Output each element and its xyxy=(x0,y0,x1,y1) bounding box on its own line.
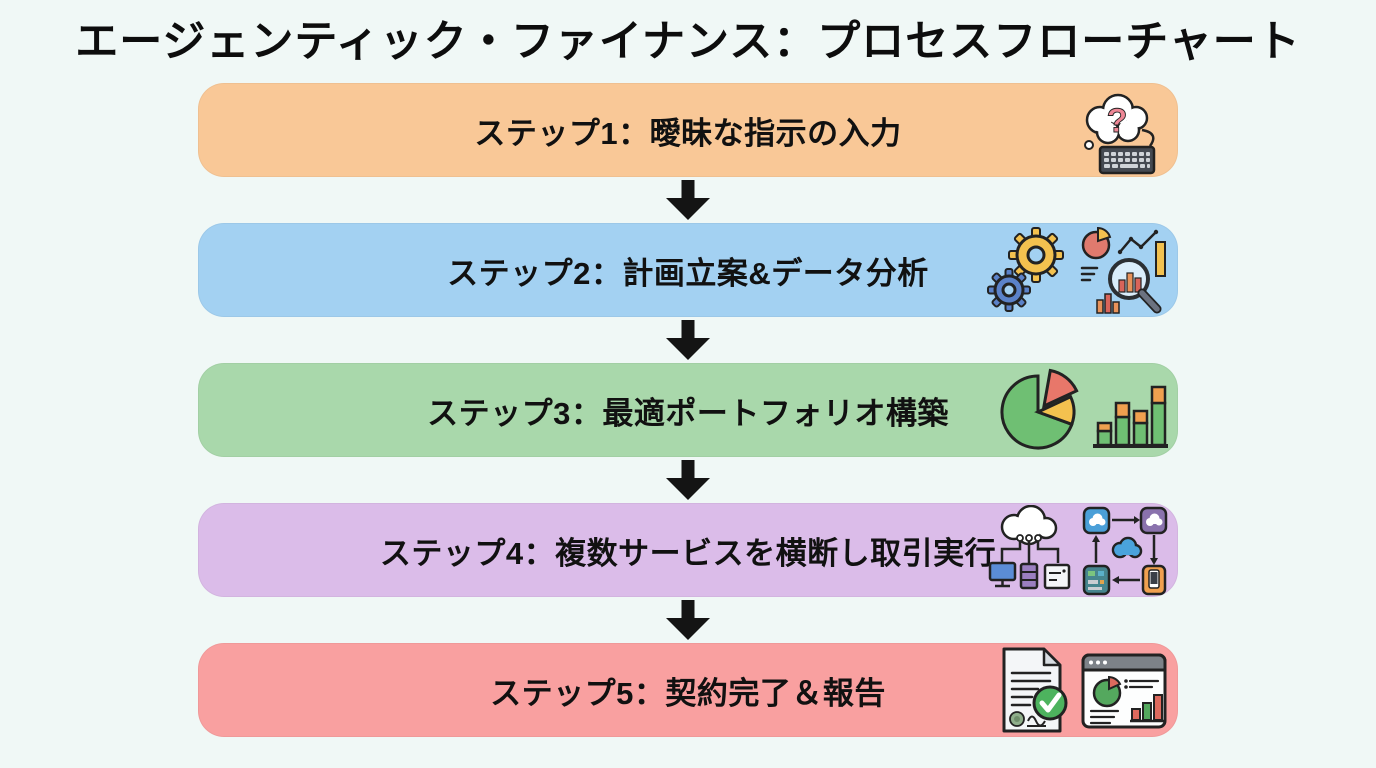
process-flow: ステップ1：曖昧な指示の入力 ? xyxy=(0,83,1376,738)
question-thought-keyboard-icon: ? xyxy=(1070,84,1170,176)
step-1-box: ステップ1：曖昧な指示の入力 ? xyxy=(198,83,1178,178)
step-5-label: ステップ5：契約完了＆報告 xyxy=(490,675,886,711)
svg-text:?: ? xyxy=(1107,102,1128,140)
stacked-bar-chart-icon xyxy=(1090,367,1170,453)
arrow-down-4 xyxy=(665,600,711,641)
report-dashboard-icon xyxy=(1078,647,1170,733)
cross-service-sync-icon xyxy=(1080,504,1170,596)
pie-chart-icon xyxy=(996,366,1084,454)
arrow-down-2 xyxy=(665,320,711,361)
signed-contract-check-icon xyxy=(990,645,1072,735)
step-3-box: ステップ3：最適ポートフォリオ構築 xyxy=(198,363,1178,458)
step-1-label: ステップ1：曖昧な指示の入力 xyxy=(474,115,902,151)
step-4-box: ステップ4：複数サービスを横断し取引実行 xyxy=(198,503,1178,598)
arrow-down-3 xyxy=(665,460,711,501)
arrow-down-1 xyxy=(665,180,711,221)
step-2-box: ステップ2：計画立案&データ分析 xyxy=(198,223,1178,318)
step-4-label: ステップ4：複数サービスを横断し取引実行 xyxy=(379,535,997,571)
step-5-box: ステップ5：契約完了＆報告 xyxy=(198,643,1178,738)
page-title: エージェンティック・ファイナンス：プロセスフローチャート xyxy=(75,18,1301,66)
cloud-network-icon xyxy=(984,505,1074,595)
step-2-label: ステップ2：計画立案&データ分析 xyxy=(447,255,929,291)
data-analysis-magnifier-icon xyxy=(1070,224,1170,316)
step-3-label: ステップ3：最適ポートフォリオ構築 xyxy=(427,395,949,431)
gears-icon xyxy=(986,224,1064,316)
